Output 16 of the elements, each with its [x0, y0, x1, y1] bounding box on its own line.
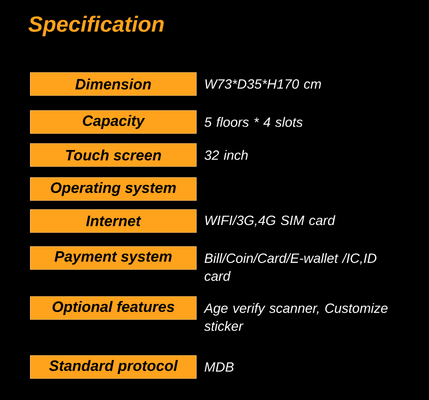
value-text: W73*D35*H170 cm [205, 79, 321, 89]
label-box: Dimension [30, 72, 197, 96]
label-box: Operating system [30, 177, 197, 201]
label-box: Optional features [30, 296, 197, 320]
title: Specification [28, 16, 164, 36]
value-text: MDB [204, 362, 234, 372]
value-text: Bill/Coin/Card/E-wallet /IC,ID card [204, 253, 376, 281]
label-box: Standard protocol [30, 355, 197, 379]
value-text: WIFI/3G,4G SIM card [205, 215, 336, 227]
label-box: Capacity [30, 110, 197, 134]
label-box: Touch screen [30, 143, 197, 167]
value-text: Age verify scanner, Customize sticker [204, 303, 388, 331]
value-text: 5 floors * 4 slots [204, 117, 303, 127]
value-text: 32 inch [204, 150, 248, 160]
label-box: Payment system [30, 246, 197, 270]
label-box: Internet [30, 209, 197, 233]
